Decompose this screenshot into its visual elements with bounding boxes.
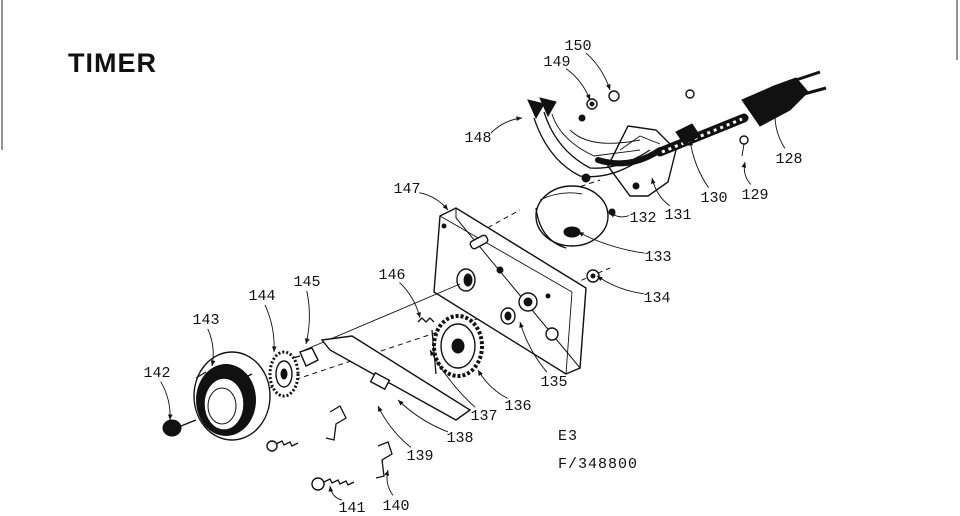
- leader-137: [429, 349, 476, 408]
- leader-144: [264, 304, 275, 353]
- leader-arrow-143: [210, 360, 216, 366]
- diagram-title: TIMER: [68, 48, 157, 78]
- leader-lines: [160, 52, 786, 501]
- leader-141: [329, 485, 343, 501]
- leader-146: [399, 282, 421, 319]
- part-label-131: 131: [664, 207, 691, 224]
- part-labels: 128 129 130 131 132 133 134 135 136 137 138 139 140 1…: [143, 38, 802, 516]
- leader-arrow-150: [606, 84, 611, 90]
- leader-arrow-131: [651, 178, 656, 184]
- leader-arrow-144: [272, 346, 277, 352]
- part-label-146: 146: [378, 267, 405, 284]
- leader-arrow-138: [398, 400, 404, 406]
- leader-133: [577, 231, 645, 254]
- dial-144: [268, 350, 300, 398]
- leader-arrow-129: [741, 162, 747, 168]
- spring-146: [417, 317, 435, 323]
- leader-arrow-147: [442, 204, 448, 210]
- reference-code-line1: E3: [558, 428, 578, 445]
- leader-arrow-141: [328, 486, 334, 492]
- leader-arrow-136: [478, 370, 483, 376]
- part-label-132: 132: [629, 210, 656, 227]
- clip-140: [375, 441, 393, 479]
- gear-136: [431, 307, 516, 378]
- leader-arrow-134: [597, 276, 603, 281]
- part-label-134: 134: [643, 290, 670, 307]
- leader-arrow-139: [378, 406, 383, 412]
- reference-code-line2: F/348800: [558, 456, 638, 473]
- leader-arrow-132: [610, 212, 616, 218]
- part-label-144: 144: [248, 288, 275, 305]
- part-label-133: 133: [644, 249, 671, 266]
- leader-136: [477, 369, 508, 399]
- leader-arrow-130: [688, 140, 694, 146]
- leader-139: [377, 405, 412, 448]
- leader-arrow-135: [519, 322, 524, 328]
- part-label-136: 136: [504, 398, 531, 415]
- motor-133: [535, 185, 609, 249]
- part-label-147: 147: [393, 181, 420, 198]
- part-label-149: 149: [543, 54, 570, 71]
- part-label-130: 130: [700, 190, 727, 207]
- part-label-148: 148: [464, 130, 491, 147]
- screw-141: [311, 477, 355, 491]
- part-label-137: 137: [470, 408, 497, 425]
- leader-arrow-149: [585, 94, 591, 100]
- leader-arrow-137: [430, 350, 435, 356]
- part-label-135: 135: [540, 374, 567, 391]
- part-label-141: 141: [338, 500, 365, 516]
- screw-142: [162, 419, 197, 437]
- leader-134: [596, 275, 644, 295]
- leader-142: [160, 381, 171, 421]
- screws-149-150: [578, 90, 620, 183]
- leader-149: [565, 68, 591, 101]
- leader-130: [689, 139, 709, 189]
- upper-axis: [479, 179, 601, 233]
- lever-138: [320, 335, 472, 421]
- part-label-143: 143: [192, 312, 219, 329]
- part-label-139: 139: [406, 448, 433, 465]
- mounting-plate-147: [433, 207, 587, 375]
- leader-arrow-142: [168, 414, 173, 420]
- part-label-150: 150: [564, 38, 591, 55]
- leader-arrow-128: [772, 112, 778, 118]
- part-label-142: 142: [143, 365, 170, 382]
- clip-139: [325, 405, 347, 441]
- screw-lower: [266, 440, 299, 452]
- wires-148: [527, 97, 663, 178]
- part-label-129: 129: [741, 187, 768, 204]
- leader-arrow-145: [305, 338, 310, 344]
- leader-150: [585, 52, 611, 91]
- knob-143: [193, 351, 271, 441]
- cord-and-plug: [655, 70, 827, 157]
- part-label-145: 145: [293, 274, 320, 291]
- part-label-138: 138: [446, 430, 473, 447]
- part-label-128: 128: [775, 151, 802, 168]
- leader-arrow-133: [578, 232, 584, 237]
- leader-arrow-148: [516, 116, 522, 121]
- leader-145: [305, 290, 310, 345]
- leader-arrow-146: [416, 312, 421, 318]
- part-label-140: 140: [382, 498, 409, 515]
- leader-arrow-140: [384, 470, 389, 476]
